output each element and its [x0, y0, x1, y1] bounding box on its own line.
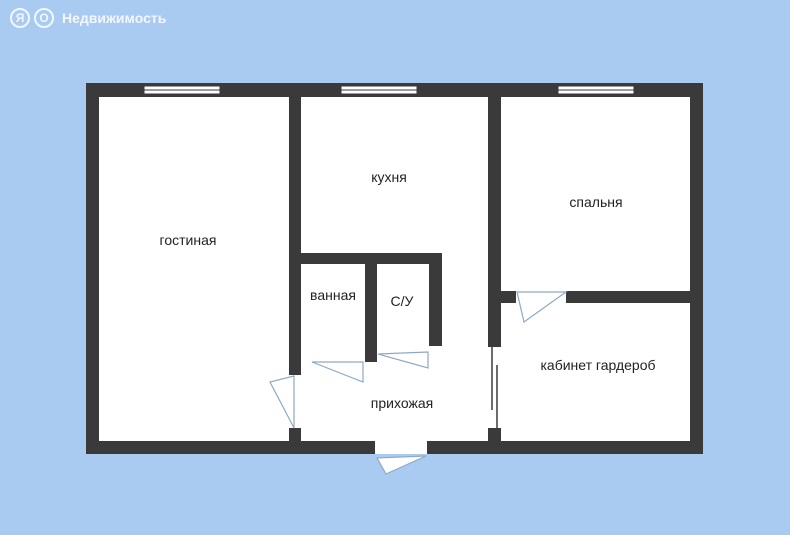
door-living	[269, 375, 295, 429]
room-label-bedroom: спальня	[569, 194, 622, 210]
door-entrance	[375, 455, 427, 475]
room-label-living: гостиная	[160, 232, 217, 248]
logo-letter-o: О	[34, 8, 54, 28]
brand-watermark: Я О Недвижимость	[10, 8, 166, 28]
room-label-cabinet: кабинет гардероб	[540, 357, 655, 373]
sliding-door	[491, 347, 498, 428]
door-bathroom	[311, 361, 364, 383]
room-label-bathroom: ванная	[310, 287, 356, 303]
logo-letter-ya: Я	[10, 8, 30, 28]
room-label-kitchen: кухня	[371, 169, 407, 185]
interior-walls	[289, 97, 690, 441]
door-toilet	[377, 351, 429, 369]
room-label-toilet: С/У	[391, 293, 414, 309]
door-bedroom	[516, 291, 568, 324]
room-label-hallway: прихожая	[371, 395, 433, 411]
brand-name: Недвижимость	[62, 10, 167, 26]
doors	[269, 291, 568, 475]
floor-area	[86, 83, 703, 454]
entrance-gap	[375, 441, 427, 454]
